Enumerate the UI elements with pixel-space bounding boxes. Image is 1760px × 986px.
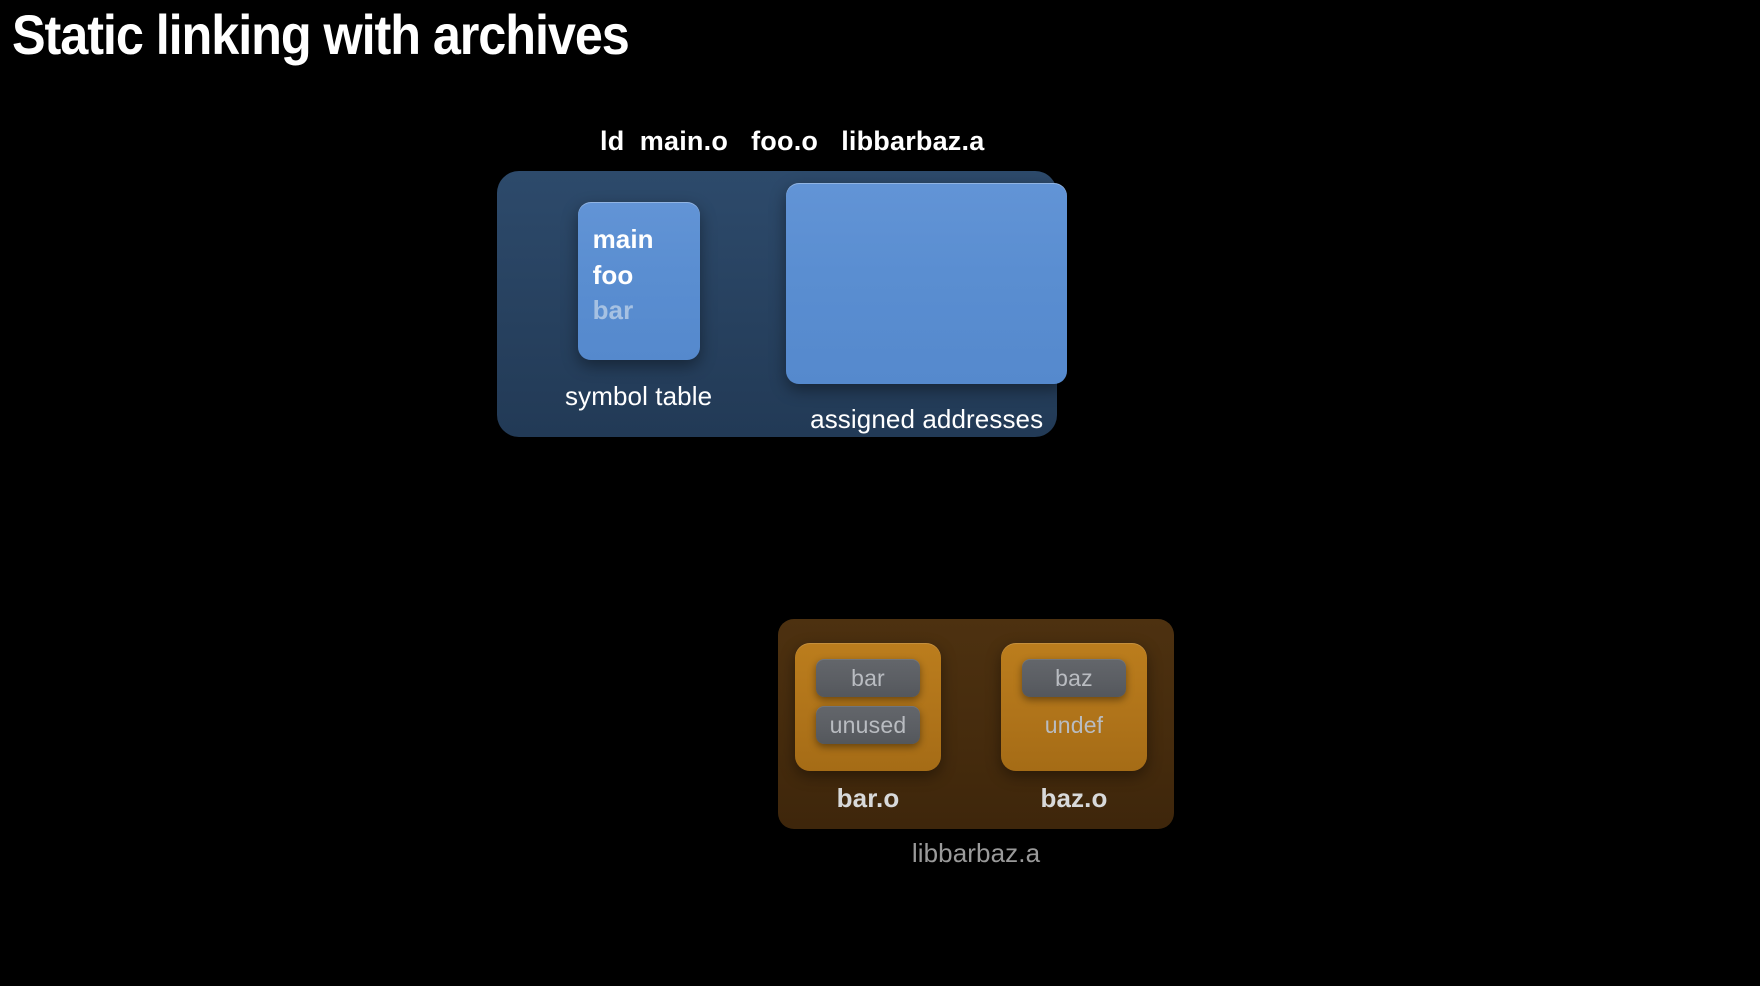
archive-member-baz-o: baz undef baz.o [1001, 643, 1147, 814]
assigned-addresses-caption: assigned addresses [810, 404, 1044, 434]
assigned-addresses-box[interactable] [786, 183, 1068, 384]
archive-member-bar-o: bar unused bar.o [795, 643, 941, 814]
symbol-table-caption: symbol table [565, 381, 713, 411]
linker-columns: main foo bar symbol table assigned addre… [497, 171, 1068, 437]
symbol-table-column: main foo bar symbol table [565, 202, 712, 412]
object-file-box-baz-o[interactable]: baz undef [1001, 643, 1147, 771]
archive-symbol-bar: bar [816, 659, 920, 697]
symbol-entry-bar: bar [592, 295, 634, 326]
linker-state-panel: main foo bar symbol table assigned addre… [497, 171, 1068, 437]
archive-panel: bar unused bar.o baz undef baz.o [778, 619, 1174, 829]
archive-symbol-unused: unused [816, 706, 920, 744]
symbol-entry-main: main [592, 224, 654, 254]
assigned-addresses-column: assigned addresses [786, 183, 1068, 435]
archive-symbol-undef: undef [1044, 712, 1104, 738]
archive-symbol-baz: baz [1022, 659, 1126, 697]
archive-member-caption-baz-o: baz.o [1040, 783, 1108, 813]
linker-command-line: ld main.o foo.o libbarbaz.a [600, 126, 985, 156]
page-title: Static linking with archives [12, 3, 630, 66]
archive-caption: libbarbaz.a [911, 838, 1041, 868]
symbol-table-box[interactable]: main foo bar [577, 202, 700, 360]
archive-member-caption-bar-o: bar.o [836, 783, 900, 813]
object-file-box-bar-o[interactable]: bar unused [795, 643, 941, 771]
symbol-entry-foo: foo [592, 259, 634, 290]
